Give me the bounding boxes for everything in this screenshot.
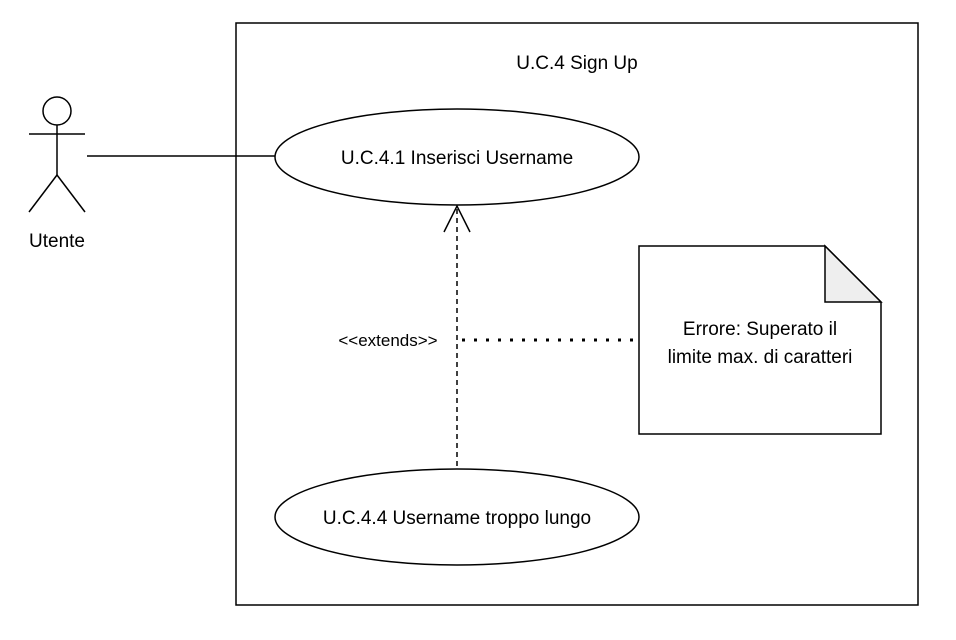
note-line-2: limite max. di caratteri — [668, 347, 853, 368]
actor-figure — [28, 96, 86, 213]
use-case-4-4-label: U.C.4.4 Username troppo lungo — [323, 508, 591, 529]
extends-label: <<extends>> — [338, 331, 437, 350]
extends-arrowhead — [443, 204, 471, 233]
use-case-4-1-shape — [274, 108, 640, 206]
use-case-4-1[interactable]: U.C.4.1 Inserisci Username — [274, 108, 640, 206]
note-shape — [638, 245, 882, 435]
note-line-1: Errore: Superato il — [683, 319, 837, 340]
use-case-4-1-label: U.C.4.1 Inserisci Username — [341, 148, 573, 169]
actor-left-leg — [28, 174, 58, 213]
actor-head — [42, 96, 72, 126]
use-case-4-4-shape — [274, 468, 640, 566]
system-title: U.C.4 Sign Up — [516, 53, 637, 74]
use-case-4-4[interactable]: U.C.4.4 Username troppo lungo — [274, 468, 640, 566]
note-fold — [824, 244, 883, 303]
note: Errore: Superato il limite max. di carat… — [638, 244, 883, 435]
actor-right-leg — [56, 174, 86, 213]
actor-label: Utente — [29, 231, 85, 252]
